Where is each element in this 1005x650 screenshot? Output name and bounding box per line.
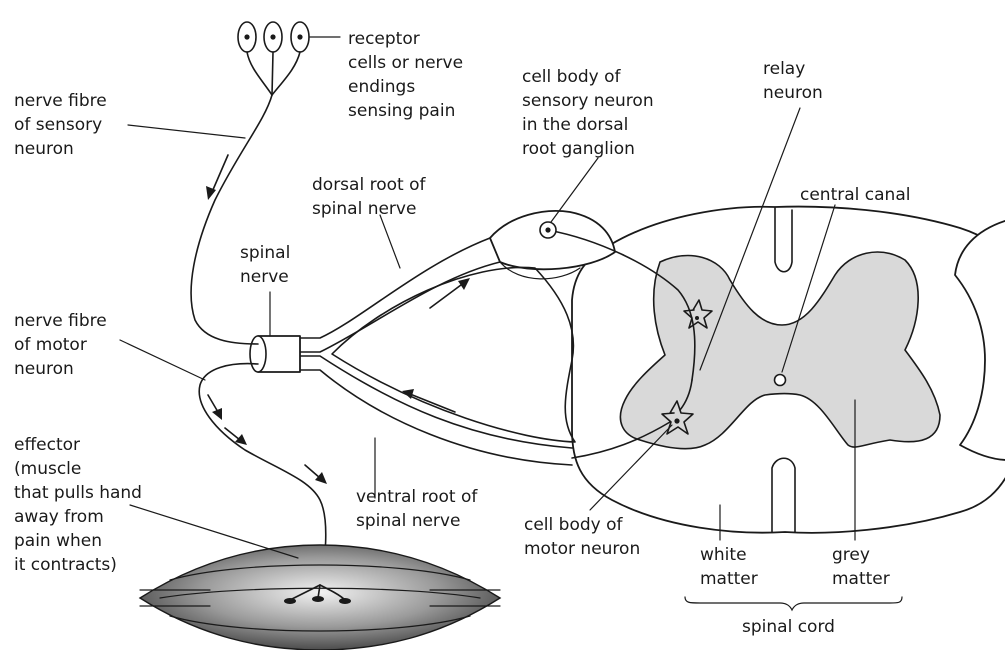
motor-neuron-nucleus: [674, 418, 679, 423]
root-wedge: [332, 267, 575, 442]
label-ventral-root: ventral root of spinal nerve: [356, 487, 483, 531]
receptor-branch-3: [272, 52, 300, 95]
arrow-sensory-down: [212, 155, 228, 192]
label-receptor: receptor cells or nerve endings sensing …: [348, 29, 468, 121]
relay-neuron-nucleus: [695, 316, 699, 320]
arrow-dorsal-in-head: [458, 278, 470, 290]
effector-muscle: [140, 545, 500, 650]
leader-sensory-fibre: [128, 125, 245, 138]
spinal-nerve-end: [250, 336, 266, 372]
ventral-root-outer: [258, 370, 572, 465]
label-sensory-cell-body: cell body of sensory neuron in the dorsa…: [522, 67, 659, 159]
arrow-motor-3-head: [315, 472, 327, 484]
central-canal: [775, 375, 786, 386]
motor-end-plate-2: [312, 596, 324, 602]
leader-effector: [130, 505, 298, 558]
nerve-roots: [250, 238, 575, 465]
label-motor-cell-body: cell body of motor neuron: [524, 515, 640, 559]
label-central-canal: central canal: [800, 185, 910, 205]
arrow-motor-2: [225, 428, 240, 440]
receptor-branch-2: [272, 52, 273, 95]
label-dorsal-root: dorsal root of spinal nerve: [312, 175, 431, 219]
receptor-nucleus-2: [270, 34, 275, 39]
sensory-fibre: [191, 95, 272, 344]
label-effector: effector (muscle that pulls hand away fr…: [14, 435, 147, 575]
label-spinal-cord: spinal cord: [742, 617, 835, 637]
label-sensory-fibre: nerve fibre of sensory neuron: [14, 91, 112, 159]
receptor-branch-1: [247, 52, 272, 95]
receptor-nucleus-3: [297, 34, 302, 39]
motor-end-plate-3: [339, 598, 351, 604]
leader-dorsal-root: [380, 215, 400, 268]
spinal-cord-section: [572, 207, 1005, 533]
label-grey-matter: grey matter: [832, 545, 890, 589]
arrow-motor-3: [305, 465, 320, 478]
receptor-nucleus-1: [244, 34, 249, 39]
spinal-cord-brace: [685, 597, 902, 610]
label-motor-fibre: nerve fibre of motor neuron: [14, 311, 112, 379]
arrow-motor-1: [208, 395, 218, 412]
sensory-cell-nucleus: [545, 227, 550, 232]
arrow-dorsal-in: [430, 282, 465, 308]
leader-motor-fibre: [120, 340, 205, 380]
label-relay-neuron: relay neuron: [763, 59, 823, 103]
label-white-matter: white matter: [700, 545, 758, 589]
receptor-cells: [238, 22, 309, 52]
motor-end-plate-1: [284, 598, 296, 604]
label-spinal-nerve: spinal nerve: [240, 243, 296, 287]
